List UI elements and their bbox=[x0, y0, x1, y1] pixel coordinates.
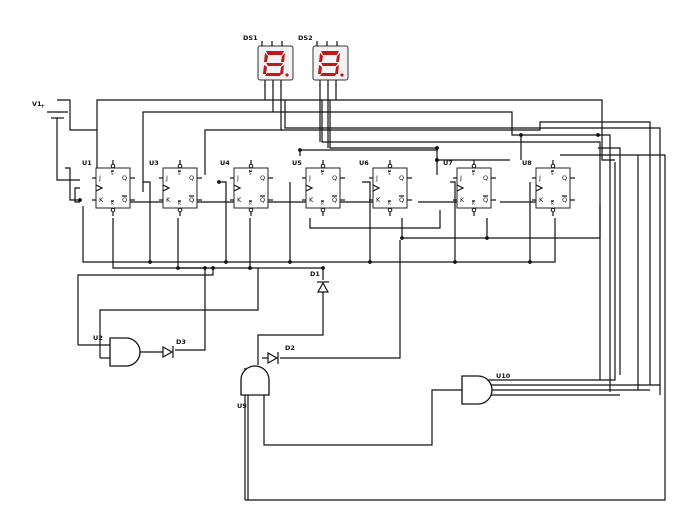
diode-2-label: D2 bbox=[285, 344, 295, 352]
pin-reset: R bbox=[551, 201, 554, 206]
pin-qbar: Q bbox=[399, 196, 404, 204]
pin-j: J bbox=[308, 174, 311, 182]
battery-label: V1 bbox=[32, 100, 42, 108]
pin-reset: R bbox=[178, 201, 181, 206]
pin-j: J bbox=[375, 174, 378, 182]
pin-q: Q bbox=[122, 174, 127, 182]
pin-reset: R bbox=[388, 201, 391, 206]
pin-q: Q bbox=[399, 174, 404, 182]
pin-reset: R bbox=[249, 201, 252, 206]
flip-flop-label: U5 bbox=[292, 159, 302, 167]
pin-qbar: Q bbox=[483, 196, 488, 204]
and-gate-u10: U10 bbox=[461, 372, 511, 405]
pin-k: K bbox=[460, 196, 465, 204]
pin-j: J bbox=[236, 174, 239, 182]
flip-flop-label: U3 bbox=[149, 159, 159, 167]
display-1-label: DS1 bbox=[243, 34, 258, 42]
pin-j: J bbox=[459, 174, 462, 182]
battery-v1: V1 + bbox=[32, 100, 45, 110]
junction-dots bbox=[78, 133, 600, 270]
flip-flop-label: U1 bbox=[82, 159, 92, 167]
pin-k: K bbox=[99, 196, 104, 204]
flip-flop-label: U4 bbox=[220, 159, 230, 167]
pin-set: S bbox=[249, 171, 252, 176]
pin-set: S bbox=[551, 171, 554, 176]
diode-3-label: D3 bbox=[176, 338, 186, 346]
jk-flip-flop-u8: U8J K Q Q S R bbox=[522, 159, 575, 216]
digit-8-segments bbox=[318, 51, 344, 77]
flip-flop-row: U1J K Q Q S R U3J K Q Q S R U4J K Q Q S R U5J K Q Q S R U6J K Q Q S R… bbox=[82, 159, 575, 216]
pin-q: Q bbox=[332, 174, 337, 182]
pin-j: J bbox=[538, 174, 541, 182]
pin-qbar: Q bbox=[332, 196, 337, 204]
pin-k: K bbox=[166, 196, 171, 204]
and-gate-u2: U2 bbox=[93, 334, 145, 367]
flip-flop-label: U7 bbox=[443, 159, 453, 167]
digit-8-segments bbox=[263, 51, 289, 77]
display-2-label: DS2 bbox=[298, 34, 313, 42]
jk-flip-flop-u4: U4J K Q Q S R bbox=[220, 159, 273, 216]
pin-k: K bbox=[309, 196, 314, 204]
flip-flop-label: U8 bbox=[522, 159, 532, 167]
pin-k: K bbox=[376, 196, 381, 204]
gate-u9-label: U9 bbox=[237, 402, 247, 410]
pin-set: S bbox=[321, 171, 324, 176]
diode-d1: D1 bbox=[310, 270, 330, 293]
jk-flip-flop-u6: U6J K Q Q S R bbox=[359, 159, 412, 216]
pin-k: K bbox=[237, 196, 242, 204]
pin-reset: R bbox=[472, 201, 475, 206]
pin-reset: R bbox=[321, 201, 324, 206]
pin-k: K bbox=[539, 196, 544, 204]
svg-text:+: + bbox=[40, 102, 45, 110]
pin-qbar: Q bbox=[122, 196, 127, 204]
pin-set: S bbox=[388, 171, 391, 176]
pin-set: S bbox=[111, 171, 114, 176]
pin-j: J bbox=[165, 174, 168, 182]
pin-q: Q bbox=[189, 174, 194, 182]
flip-flop-label: U6 bbox=[359, 159, 369, 167]
jk-flip-flop-u3: U3J K Q Q S R bbox=[149, 159, 202, 216]
diode-1-label: D1 bbox=[310, 270, 320, 278]
pin-set: S bbox=[472, 171, 475, 176]
pin-q: Q bbox=[260, 174, 265, 182]
diode-d2: D2 bbox=[267, 344, 295, 365]
jk-flip-flop-u5: U5J K Q Q S R bbox=[292, 159, 345, 216]
pin-j: J bbox=[98, 174, 101, 182]
display-ds2: DS2 bbox=[298, 34, 349, 86]
pin-q: Q bbox=[483, 174, 488, 182]
pin-q: Q bbox=[562, 174, 567, 182]
pin-set: S bbox=[178, 171, 181, 176]
pin-qbar: Q bbox=[562, 196, 567, 204]
pin-reset: R bbox=[111, 201, 114, 206]
pin-qbar: Q bbox=[260, 196, 265, 204]
gate-u2-label: U2 bbox=[93, 334, 103, 342]
jk-flip-flop-u1: U1J K Q Q S R bbox=[82, 159, 135, 216]
gate-u10-label: U10 bbox=[496, 372, 511, 380]
jk-flip-flop-u7: U7J K Q Q S R bbox=[443, 159, 496, 216]
display-ds1: DS1 bbox=[243, 34, 294, 86]
wiring bbox=[47, 84, 666, 501]
pin-qbar: Q bbox=[189, 196, 194, 204]
diode-d3: D3 bbox=[162, 338, 186, 359]
and-gate-u9: U9 bbox=[237, 365, 270, 410]
